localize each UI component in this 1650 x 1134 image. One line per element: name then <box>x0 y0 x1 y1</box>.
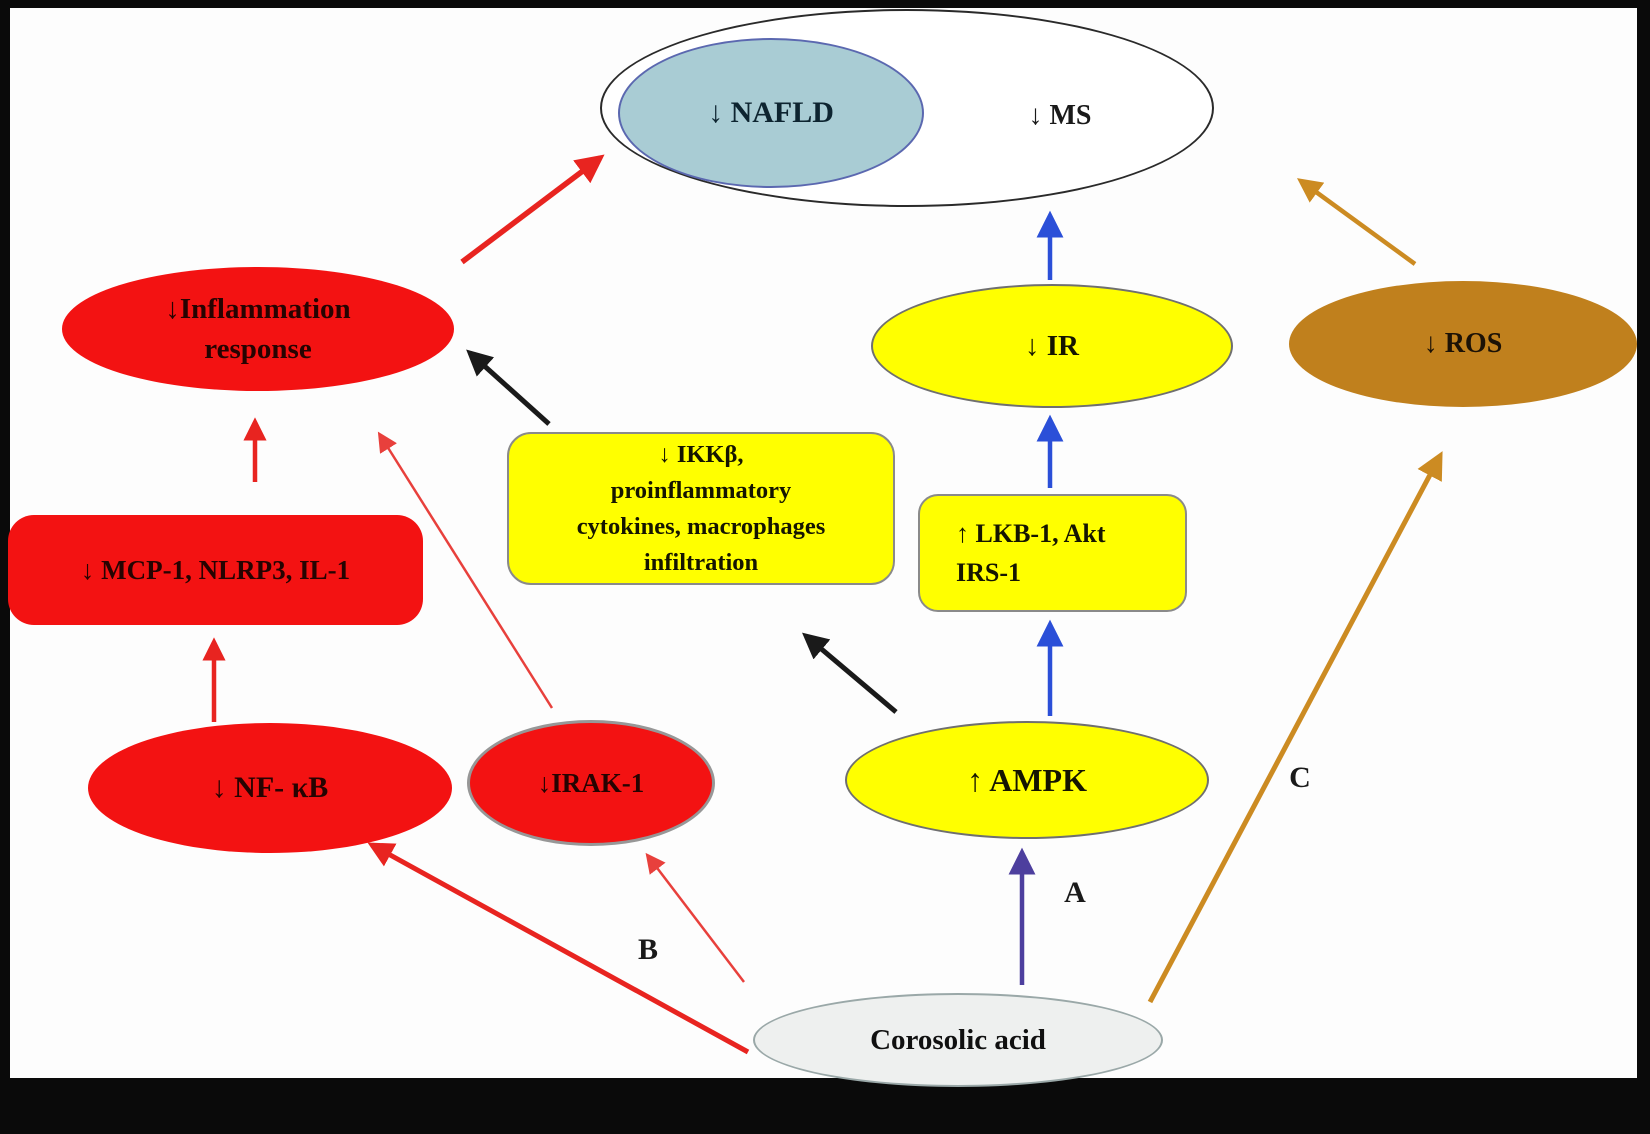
inflammation-line1: ↓Inflammation <box>165 293 351 325</box>
ampk-node: ↑ AMPK <box>845 721 1209 839</box>
ikk-line1: ↓ IKKβ, <box>658 440 744 468</box>
ir-node: ↓ IR <box>871 284 1233 408</box>
corosolic-acid-node: Corosolic acid <box>753 993 1163 1087</box>
inflammation-node: ↓Inflammation response <box>62 267 454 391</box>
ir-label: ↓ IR <box>1025 329 1079 362</box>
lkb-akt-irs-node: ↑ LKB-1, Akt IRS-1 <box>918 494 1187 612</box>
ms-label: ↓ MS <box>1028 100 1092 131</box>
ikk-line3: cytokines, macrophages <box>576 512 826 540</box>
ms-node: ↓ MS <box>985 92 1135 140</box>
pathway-label-b: B <box>637 933 658 966</box>
pathway-label-c: C <box>1289 761 1311 794</box>
ros-node: ↓ ROS <box>1289 281 1637 407</box>
ros-label: ↓ ROS <box>1423 328 1503 359</box>
mcp-nlrp3-il1-node: ↓ MCP-1, NLRP3, IL-1 <box>8 515 423 625</box>
lkb-line2: IRS-1 <box>956 558 1022 587</box>
inflammation-line2: response <box>204 333 312 365</box>
ampk-label: ↑ AMPK <box>967 761 1087 798</box>
lkb-line1: ↑ LKB-1, Akt <box>956 519 1106 548</box>
ikk-line2: proinflammatory <box>610 476 792 504</box>
corosolic-acid-label: Corosolic acid <box>870 1023 1046 1056</box>
nafld-label: ↓ NAFLD <box>708 96 834 129</box>
irak1-node: ↓IRAK-1 <box>467 720 715 846</box>
pathway-label-a: A <box>1064 876 1086 909</box>
nafld-node: ↓ NAFLD <box>618 38 924 188</box>
mcp-label: ↓ MCP-1, NLRP3, IL-1 <box>80 554 351 585</box>
nfkb-node: ↓ NF- κB <box>88 723 452 853</box>
ikk-line4: infiltration <box>643 548 759 576</box>
nfkb-label: ↓ NF- κB <box>211 771 329 804</box>
irak1-label: ↓IRAK-1 <box>537 767 645 798</box>
ikk-cytokines-node: ↓ IKKβ, proinflammatory cytokines, macro… <box>507 432 895 585</box>
